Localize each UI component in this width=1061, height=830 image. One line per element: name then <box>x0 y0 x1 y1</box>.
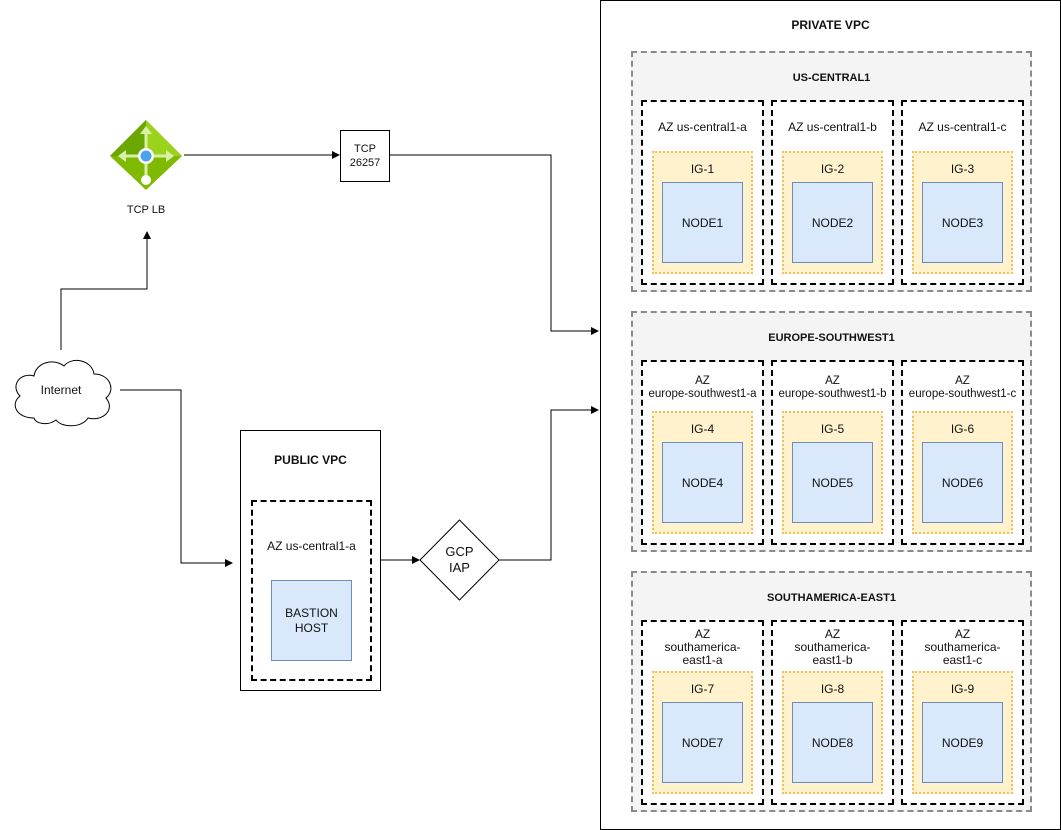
ig-label: IG-5 <box>820 422 845 436</box>
region-title: EUROPE-SOUTHWEST1 <box>768 332 895 344</box>
tcp-port-box[interactable]: TCP 26257 <box>340 130 390 182</box>
internet-to-public-connector <box>120 389 233 567</box>
instance-group-ig-5: IG-5 NODE5 <box>782 411 883 534</box>
az-europe-southwest1-c: AZ europe-southwest1-c IG-6 NODE6 <box>901 360 1024 545</box>
node-9[interactable]: NODE9 <box>922 702 1003 783</box>
ig-label: IG-2 <box>820 162 845 176</box>
instance-group-ig-9: IG-9 NODE9 <box>912 671 1013 794</box>
az-label: AZ us-central1-b <box>788 120 877 134</box>
az-us-central1-b: AZ us-central1-b IG-2 NODE2 <box>771 100 894 285</box>
instance-group-ig-3: IG-3 NODE3 <box>912 151 1013 274</box>
az-label: AZ europe-southwest1-c <box>908 375 1017 400</box>
load-balancer-icon <box>110 120 182 190</box>
bastion-host[interactable]: BASTION HOST <box>271 580 352 661</box>
public-az-box: AZ us-central1-a BASTION HOST <box>251 500 372 681</box>
ig-label: IG-6 <box>950 422 975 436</box>
az-label: AZ southamerica- east1-c <box>924 627 1001 667</box>
internet-to-lb-connector <box>60 231 151 350</box>
region-us-central1: US-CENTRAL1 AZ us-central1-a IG-1 NODE1 … <box>631 51 1032 292</box>
az-europe-southwest1-b: AZ europe-southwest1-b IG-5 NODE5 <box>771 360 894 545</box>
node-label: NODE8 <box>811 735 854 750</box>
cloud-icon <box>14 359 112 427</box>
az-label: AZ southamerica- east1-b <box>794 627 871 667</box>
ig-label: IG-9 <box>950 682 975 696</box>
ig-label: IG-3 <box>950 162 975 176</box>
node-label: NODE3 <box>941 215 984 230</box>
instance-group-ig-4: IG-4 NODE4 <box>652 411 753 534</box>
instance-group-ig-7: IG-7 NODE7 <box>652 671 753 794</box>
public-vpc-title: PUBLIC VPC <box>274 453 347 467</box>
ig-label: IG-1 <box>690 162 715 176</box>
region-southamerica-east1: SOUTHAMERICA-EAST1 AZ southamerica- east… <box>631 571 1032 812</box>
az-label: AZ europe-southwest1-b <box>778 375 887 400</box>
bastion-host-label: BASTION HOST <box>285 605 338 635</box>
ig-label: IG-8 <box>820 682 845 696</box>
az-southamerica-east1-a: AZ southamerica- east1-a IG-7 NODE7 <box>641 620 764 805</box>
az-label: AZ europe-southwest1-a <box>648 375 757 400</box>
instance-group-ig-2: IG-2 NODE2 <box>782 151 883 274</box>
node-label: NODE4 <box>681 475 724 490</box>
tcp-port-label: TCP 26257 <box>349 143 381 169</box>
internet-cloud: Internet <box>6 352 118 430</box>
az-label: AZ southamerica- east1-a <box>664 627 741 667</box>
node-1[interactable]: NODE1 <box>662 182 743 263</box>
instance-group-ig-8: IG-8 NODE8 <box>782 671 883 794</box>
node-label: NODE5 <box>811 475 854 490</box>
az-southamerica-east1-c: AZ southamerica- east1-c IG-9 NODE9 <box>901 620 1024 805</box>
region-europe-southwest1: EUROPE-SOUTHWEST1 AZ europe-southwest1-a… <box>631 311 1032 552</box>
node-5[interactable]: NODE5 <box>792 442 873 523</box>
node-7[interactable]: NODE7 <box>662 702 743 783</box>
region-title: SOUTHAMERICA-EAST1 <box>767 592 896 604</box>
az-europe-southwest1-a: AZ europe-southwest1-a IG-4 NODE4 <box>641 360 764 545</box>
private-vpc-title: PRIVATE VPC <box>791 18 870 32</box>
tcp-lb[interactable]: TCP LB <box>108 118 184 220</box>
instance-group-ig-1: IG-1 NODE1 <box>652 151 753 274</box>
gcp-iap[interactable]: GCP IAP <box>419 519 500 601</box>
public-vpc: PUBLIC VPC AZ us-central1-a BASTION HOST <box>240 430 381 691</box>
node-label: NODE9 <box>941 735 984 750</box>
node-label: NODE6 <box>941 475 984 490</box>
node-6[interactable]: NODE6 <box>922 442 1003 523</box>
az-southamerica-east1-b: AZ southamerica- east1-b IG-8 NODE8 <box>771 620 894 805</box>
node-label: NODE7 <box>681 735 724 750</box>
tcp-lb-label: TCP LB <box>126 204 166 216</box>
node-8[interactable]: NODE8 <box>792 702 873 783</box>
node-label: NODE2 <box>811 215 854 230</box>
az-label: AZ us-central1-c <box>918 120 1007 134</box>
node-label: NODE1 <box>681 215 724 230</box>
ig-label: IG-7 <box>690 682 715 696</box>
private-vpc: PRIVATE VPC US-CENTRAL1 AZ us-central1-a… <box>600 0 1061 830</box>
node-3[interactable]: NODE3 <box>922 182 1003 263</box>
node-4[interactable]: NODE4 <box>662 442 743 523</box>
node-2[interactable]: NODE2 <box>792 182 873 263</box>
tcp-to-private-connector <box>390 154 599 335</box>
az-us-central1-c: AZ us-central1-c IG-3 NODE3 <box>901 100 1024 285</box>
ig-label: IG-4 <box>690 422 715 436</box>
az-us-central1-a: AZ us-central1-a IG-1 NODE1 <box>641 100 764 285</box>
iap-to-private-connector <box>499 406 599 561</box>
public-az-label: AZ us-central1-a <box>267 539 356 553</box>
internet-label: Internet <box>40 383 82 397</box>
region-title: US-CENTRAL1 <box>792 72 871 84</box>
gcp-iap-label: GCP IAP <box>445 544 474 575</box>
az-label: AZ us-central1-a <box>658 120 747 134</box>
instance-group-ig-6: IG-6 NODE6 <box>912 411 1013 534</box>
diamond-shape <box>419 519 500 601</box>
